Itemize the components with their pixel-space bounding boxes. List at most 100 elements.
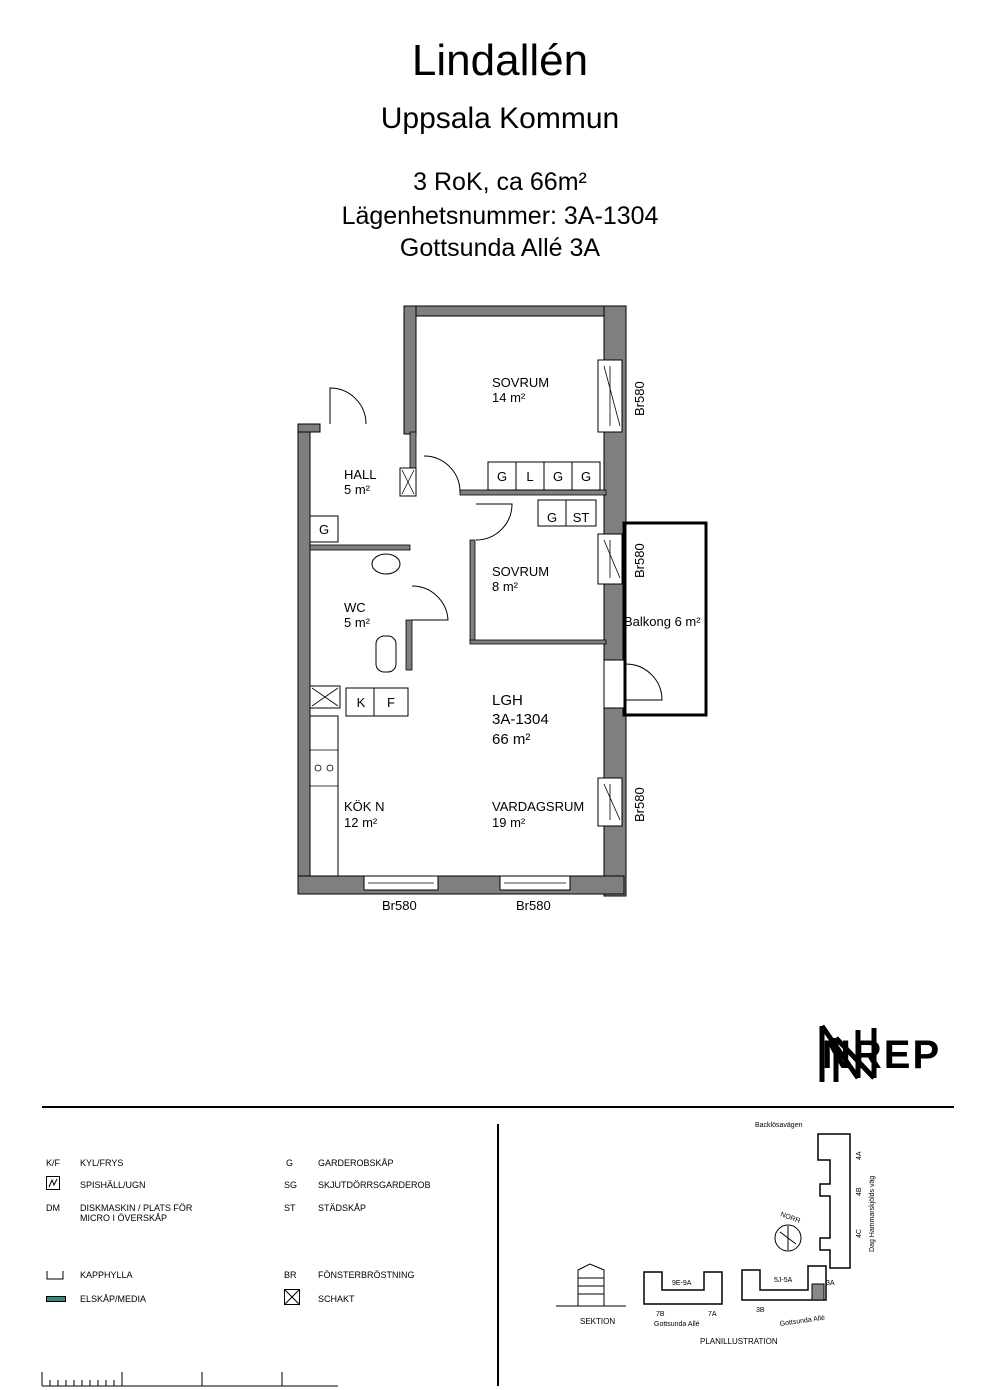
sink-icon [371, 553, 401, 575]
apartment-address: Gottsunda Allé 3A [399, 234, 601, 262]
wall-closets [459, 489, 607, 496]
electrical-cabinet-icon [46, 1296, 66, 1302]
room-name: KÖK N [344, 799, 384, 814]
room-area: 5 m² [344, 482, 371, 497]
room-name: SOVRUM [492, 375, 549, 390]
building-label: 3B [756, 1307, 765, 1314]
shaft-icon [284, 1289, 300, 1305]
highlighted-building-3a [811, 1283, 825, 1301]
room-area: 8 m² [492, 579, 519, 594]
room-name: SOVRUM [492, 564, 549, 579]
street-label: Gottsunda Allé [779, 1315, 825, 1328]
legend-label: SKJUTDÖRRSGARDEROB [318, 1180, 431, 1190]
section-label: SEKTION [580, 1317, 615, 1326]
legend-label: KYL/FRYS [80, 1158, 124, 1168]
section-icon [556, 1263, 626, 1307]
building-label: 4A [856, 1151, 863, 1160]
window-parapet-label: Br580 [632, 381, 647, 416]
closet-label: G [547, 510, 557, 525]
room-area: 19 m² [492, 815, 526, 830]
north-arrow-icon [774, 1224, 802, 1252]
legend-code: SG [284, 1180, 298, 1190]
door-wc [411, 585, 449, 621]
window-parapet-label: Br580 [632, 787, 647, 822]
wall-hall-wc [309, 544, 411, 551]
street-label: Gottsunda Allé [654, 1321, 700, 1328]
apartment-area: 66 m² [492, 731, 530, 748]
room-name: VARDAGSRUM [492, 799, 584, 814]
apartment-number: Lägenhetsnummer: 3A-1304 [341, 202, 659, 230]
freezer-label: F [387, 695, 395, 710]
page-subtitle: Uppsala Kommun [380, 102, 620, 135]
door-balcony [625, 663, 663, 701]
site-plan: Backlösavägen Dag Hammarskjölds väg 4A 4… [556, 1122, 876, 1346]
building-label: 4B [856, 1187, 863, 1196]
wall-upper-left [403, 305, 417, 435]
wall-sovrum2-left [469, 539, 476, 643]
legend-label: SCHAKT [318, 1294, 355, 1304]
closet-label: G [319, 522, 329, 537]
brand-logo-text: NREP [822, 1033, 942, 1077]
window-parapet-label: Br580 [516, 898, 551, 913]
kitchen-counter [309, 715, 339, 877]
closet-label: L [526, 469, 533, 484]
closet-label: ST [573, 510, 590, 525]
window-parapet-label: Br580 [382, 898, 417, 913]
page-title: Lindallén [411, 36, 589, 85]
room-area: 5 m² [344, 615, 371, 630]
building-label: 4C [856, 1229, 863, 1238]
fridge-label: K [357, 695, 366, 710]
building-5 [741, 1265, 827, 1301]
plan-label: PLANILLUSTRATION [700, 1337, 778, 1346]
toilet-icon [375, 635, 397, 673]
building-4 [817, 1133, 851, 1269]
coat-rack-icon [46, 1271, 64, 1280]
legend-label: STÄDSKÅP [318, 1203, 367, 1213]
wall-wc-right [405, 619, 413, 671]
legend-label: KAPPHYLLA [80, 1270, 133, 1280]
building-label: 3A [826, 1280, 835, 1287]
wall-bottom [297, 875, 625, 895]
building-label: 7A [708, 1311, 717, 1318]
room-area: 14 m² [492, 390, 526, 405]
door-sovrum2 [475, 503, 513, 541]
legend-code: K/F [46, 1158, 61, 1168]
legend-label: FÖNSTERBRÖSTNING [318, 1270, 415, 1280]
building-label: 5J-5A [774, 1277, 793, 1284]
room-name: WC [344, 600, 366, 615]
closet-label: G [553, 469, 563, 484]
street-label: Dag Hammarskjölds väg [869, 1176, 876, 1252]
legend-label: SPISHÄLL/UGN [80, 1180, 146, 1190]
stove-icon [46, 1176, 60, 1190]
apartment-size: 3 RoK, ca 66m² [413, 168, 587, 196]
legend-label: ELSKÅP/MEDIA [80, 1294, 147, 1304]
wall-sovrum2-bottom [469, 639, 607, 645]
legend-code: ST [284, 1203, 296, 1213]
window-parapet-label: Br580 [632, 543, 647, 578]
wall-left [297, 423, 311, 895]
wall-top [403, 305, 607, 317]
street-label: Backlösavägen [755, 1122, 803, 1129]
wall-right [603, 305, 627, 897]
north-label: NORR [779, 1211, 801, 1225]
door-entrance [329, 387, 367, 425]
legend-label: DISKMASKIN / PLATS FÖR MICRO I ÖVERSKÅP [80, 1203, 193, 1223]
nrep-logo-icon [819, 1024, 877, 1082]
legend-code: DM [46, 1203, 60, 1213]
balcony-door [603, 659, 625, 709]
closet-label: G [497, 469, 507, 484]
wall-hall-top [297, 423, 321, 433]
legend-divider [42, 1106, 954, 1108]
room-name: HALL [344, 467, 377, 482]
closet-label: G [581, 469, 591, 484]
balcony [622, 521, 708, 717]
door-sovrum1 [423, 455, 461, 493]
apartment-label: LGH [492, 692, 523, 709]
legend-code: BR [284, 1270, 297, 1280]
balcony-label: Balkong 6 m² [624, 614, 701, 629]
building-label: 9E-9A [672, 1280, 692, 1287]
legend-label: GARDEROBSKÅP [318, 1158, 394, 1168]
building-label: 7B [656, 1311, 665, 1318]
floor-plan: G L G G G ST G K F DM SOVRUM 14 m² HALL … [297, 305, 708, 913]
legend-code: G [286, 1158, 294, 1168]
